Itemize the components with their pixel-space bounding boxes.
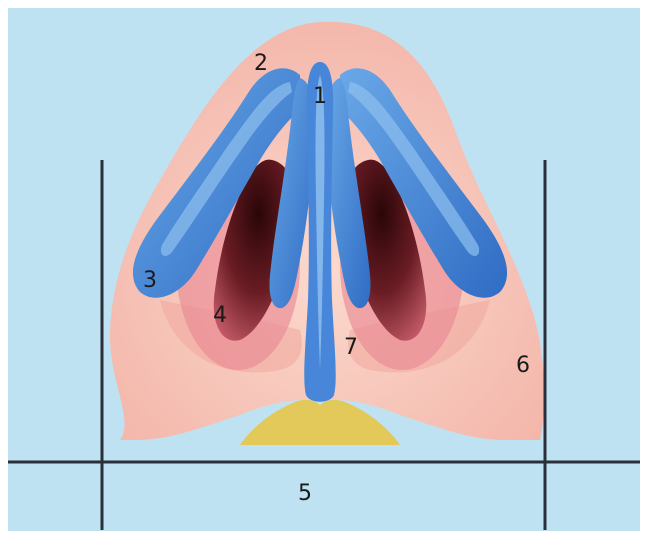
label-6: 6 xyxy=(516,353,530,378)
label-4: 4 xyxy=(213,303,227,328)
label-1: 1 xyxy=(313,84,327,109)
label-3: 3 xyxy=(143,268,157,293)
label-2: 2 xyxy=(254,51,268,76)
label-5: 5 xyxy=(298,481,312,506)
label-7: 7 xyxy=(344,335,358,360)
